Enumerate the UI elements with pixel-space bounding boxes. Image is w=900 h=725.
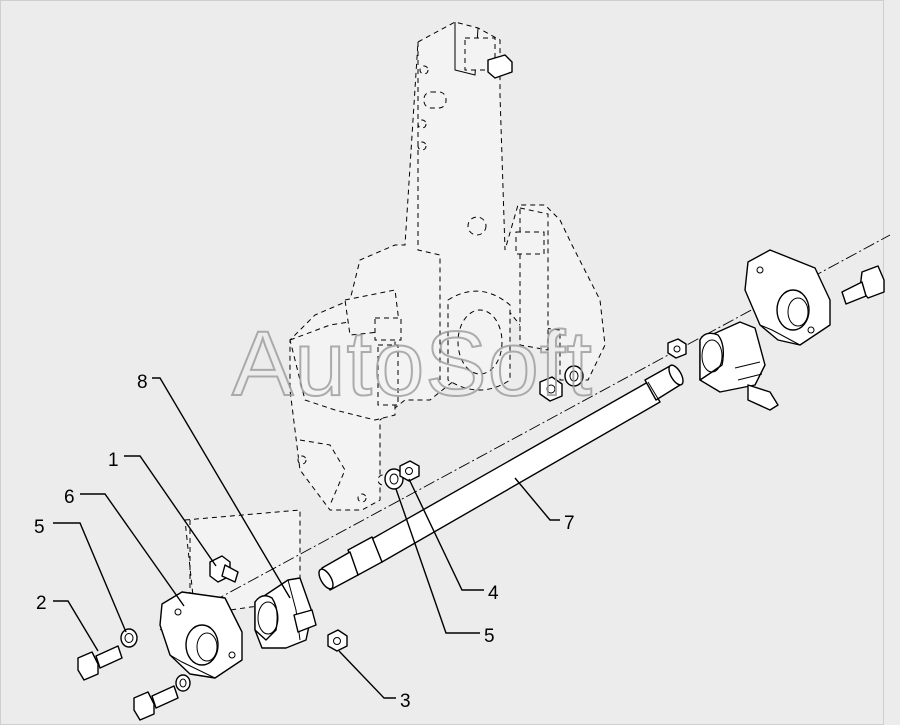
- watermark: AutoSoft: [232, 313, 593, 415]
- right-bolt: [841, 265, 885, 305]
- leader-7: [514, 477, 560, 521]
- callout-8: 8: [137, 372, 148, 393]
- callout-6: 6: [64, 487, 75, 508]
- centre-nut-washer: [539, 365, 584, 402]
- washer-part-5-left: [120, 628, 138, 648]
- callout-4: 4: [488, 583, 499, 604]
- clamp-part-8: [254, 577, 317, 649]
- bracket-plate-part-6: [159, 591, 243, 679]
- leader-6: [80, 493, 185, 607]
- callout-5-mid: 5: [484, 626, 495, 647]
- lower-bolt: [133, 674, 191, 721]
- callout-7: 7: [564, 513, 575, 534]
- callout-3: 3: [400, 691, 411, 712]
- callout-5-left: 5: [34, 517, 45, 538]
- nut-part-3: [327, 629, 348, 652]
- leader-5-mid: [395, 488, 480, 634]
- bolt-part-2: [77, 645, 123, 681]
- washer-part-5: [384, 468, 404, 490]
- callout-2: 2: [36, 593, 47, 614]
- leader-2: [53, 600, 99, 652]
- right-clamp: [699, 321, 779, 411]
- shaft-part-7: [318, 364, 684, 591]
- mounting-bracket: [184, 21, 606, 616]
- leader-5-left: [53, 522, 127, 633]
- callout-1: 1: [108, 450, 119, 471]
- bolt-part-1: [209, 555, 239, 583]
- leader-3: [338, 650, 396, 699]
- right-bracket-plate: [744, 249, 831, 346]
- right-nut: [667, 338, 687, 359]
- nut-part-4: [399, 460, 420, 482]
- leader-1: [124, 455, 217, 567]
- leader-8: [152, 377, 291, 599]
- leader-4: [408, 478, 484, 591]
